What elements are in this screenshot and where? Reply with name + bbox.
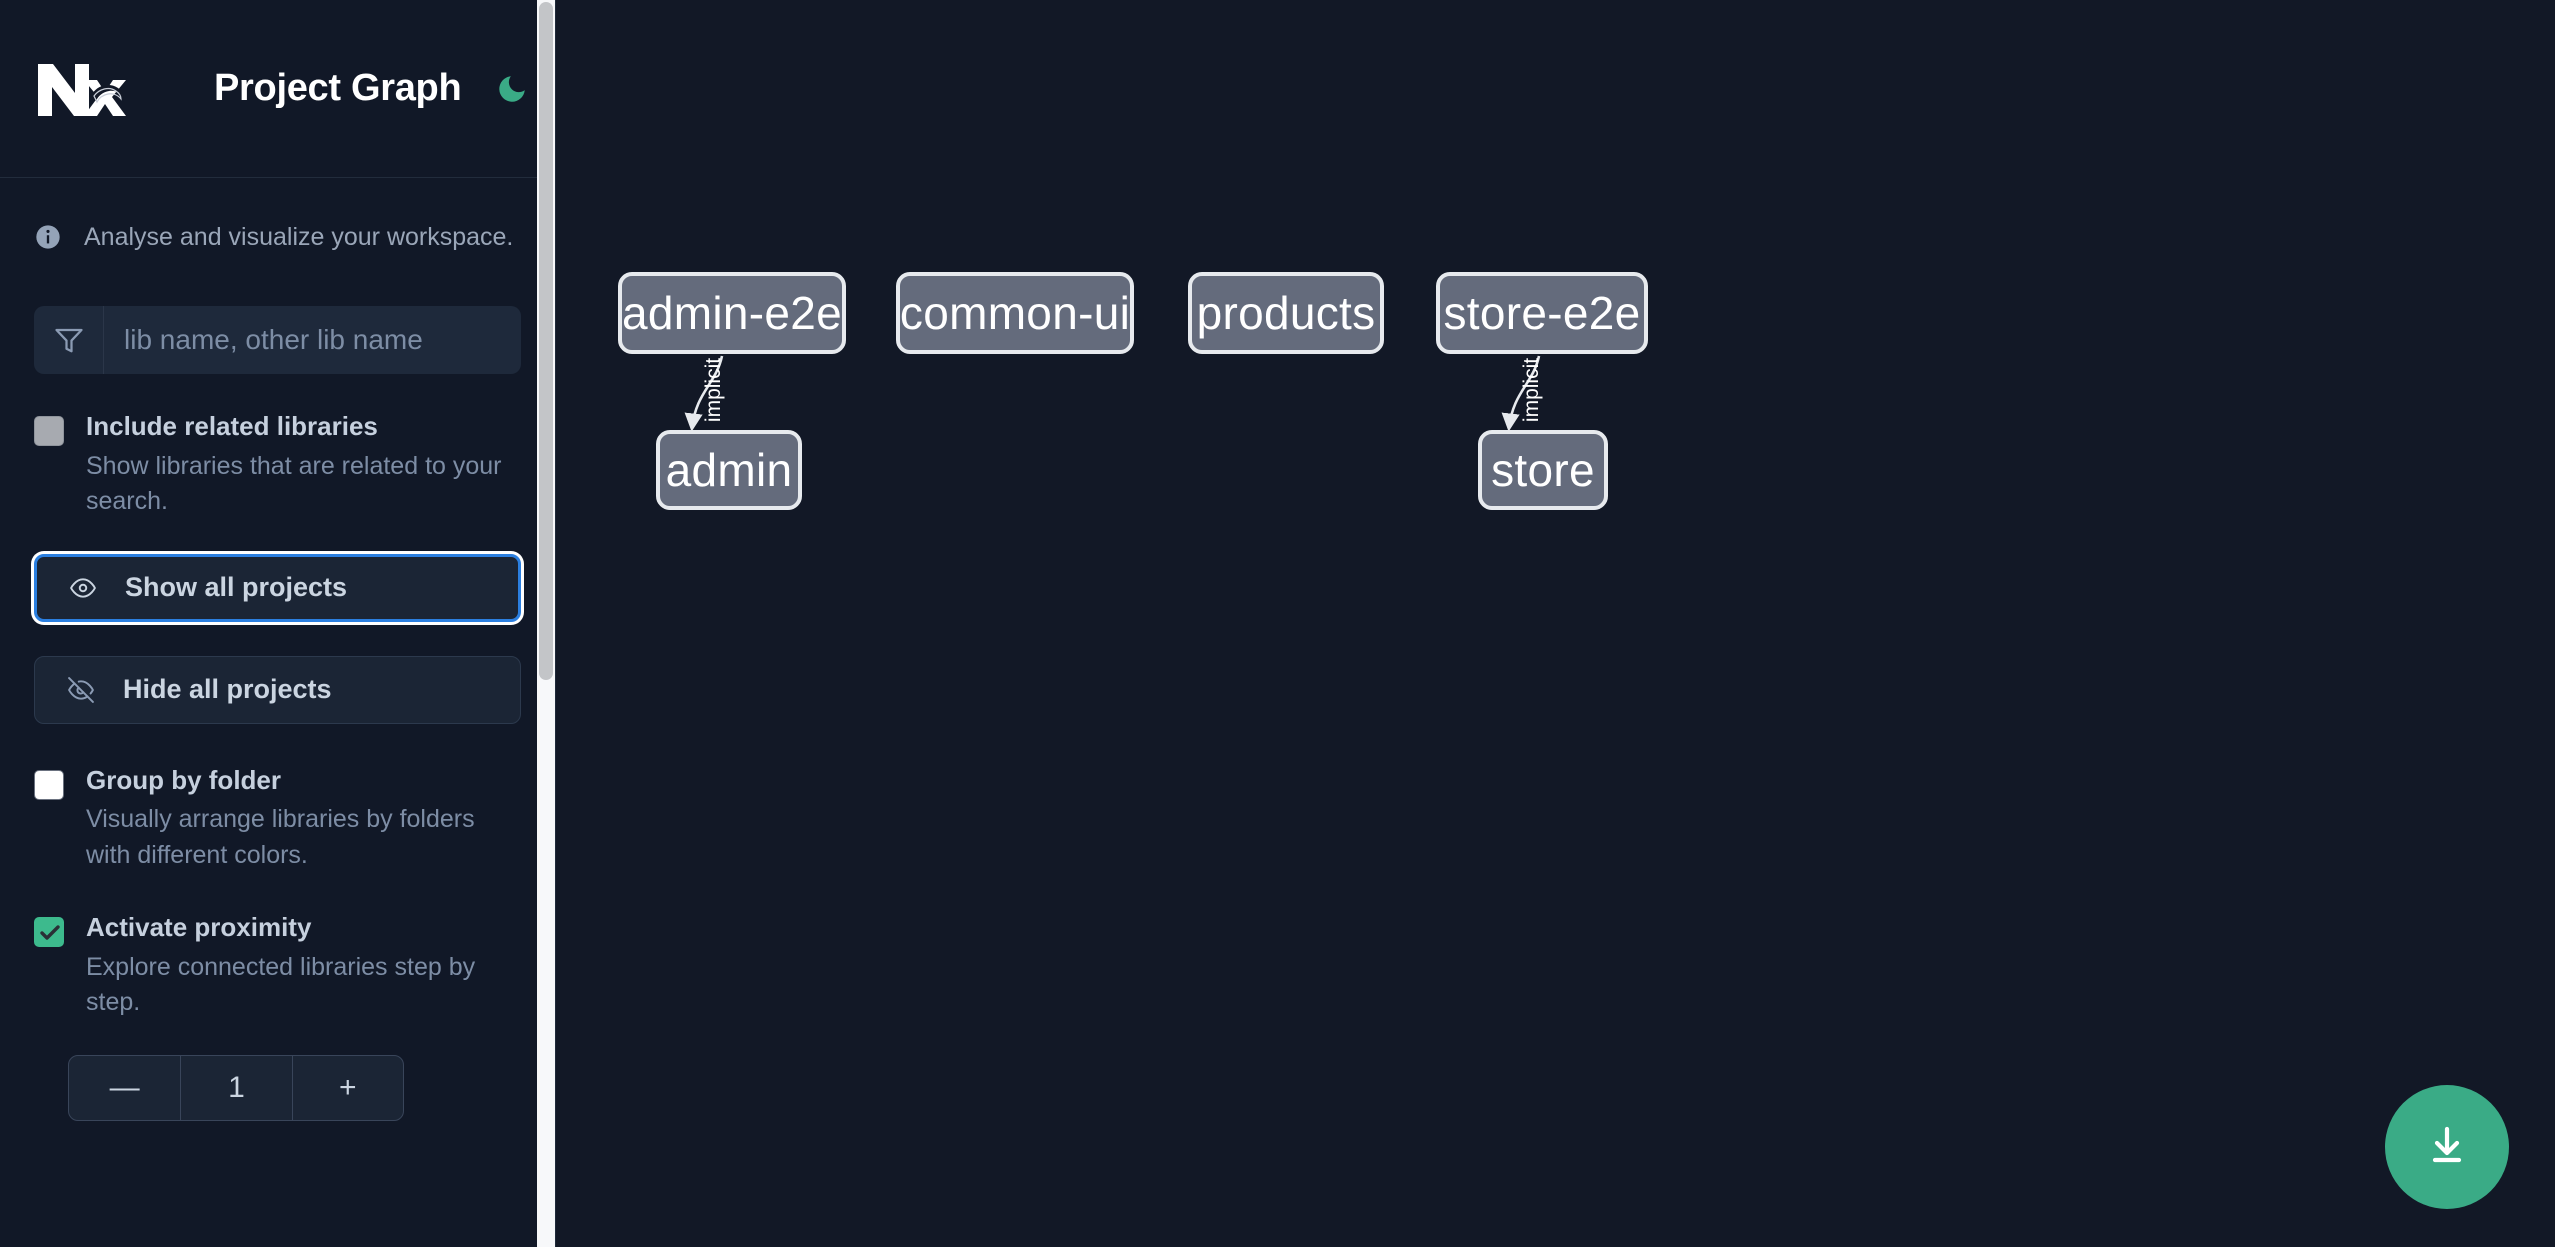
graph-node-admin[interactable]: admin: [656, 430, 802, 510]
graph-node-store-e2e[interactable]: store-e2e: [1436, 272, 1648, 354]
hide-all-projects-label: Hide all projects: [123, 674, 332, 704]
stepper-decrement-button[interactable]: —: [109, 1070, 140, 1104]
option-activate-proximity[interactable]: Activate proximity Explore connected lib…: [34, 911, 521, 1021]
option-description: Show libraries that are related to your …: [86, 451, 502, 516]
sidebar: Project Graph Analyse and visualize your…: [0, 0, 556, 1247]
nx-logo-icon: [34, 58, 126, 120]
info-text: Analyse and visualize your workspace.: [84, 222, 514, 251]
eye-icon: [65, 570, 101, 606]
download-graph-button[interactable]: [2385, 1085, 2509, 1209]
proximity-stepper[interactable]: — 1 +: [68, 1054, 404, 1121]
option-group-by-folder[interactable]: Group by folder Visually arrange librari…: [34, 764, 521, 874]
checkbox-activate-proximity[interactable]: [34, 917, 64, 947]
sidebar-scrollbar-thumb[interactable]: [539, 2, 553, 680]
stepper-increment-button[interactable]: +: [291, 1055, 403, 1120]
sidebar-scrollbar[interactable]: [537, 0, 555, 1247]
checkbox-include-related-libraries[interactable]: [34, 416, 64, 446]
hide-all-projects-button[interactable]: Hide all projects: [34, 655, 521, 724]
graph-node-products[interactable]: products: [1188, 272, 1384, 354]
graph-canvas[interactable]: implicit implicit admin-e2e common-ui pr…: [556, 0, 2555, 1247]
edge-label-implicit: implicit: [1520, 357, 1543, 423]
page-title: Project Graph: [214, 67, 462, 109]
info-row: Analyse and visualize your workspace.: [0, 178, 555, 268]
option-description: Visually arrange libraries by folders wi…: [86, 805, 475, 869]
option-label: Activate proximity: [86, 912, 312, 942]
graph-node-store[interactable]: store: [1478, 430, 1608, 510]
option-include-related-libraries[interactable]: Include related libraries Show libraries…: [34, 410, 521, 520]
option-label: Group by folder: [86, 764, 281, 795]
checkbox-group-by-folder[interactable]: [34, 769, 64, 800]
sidebar-body: Include related libraries Show libraries…: [0, 306, 555, 1121]
show-all-projects-label: Show all projects: [125, 572, 348, 602]
graph-node-common-ui[interactable]: common-ui: [896, 272, 1134, 354]
graph-edges: [684, 355, 1541, 432]
info-icon: [34, 223, 62, 251]
show-all-projects-button[interactable]: Show all projects: [34, 553, 521, 622]
funnel-icon: [34, 306, 104, 374]
sidebar-header: Project Graph: [0, 0, 555, 178]
eye-slash-icon: [63, 672, 99, 708]
moon-icon[interactable]: [495, 68, 529, 110]
option-description: Explore connected libraries step by step…: [86, 952, 476, 1017]
search-input[interactable]: [104, 306, 521, 374]
graph-node-admin-e2e[interactable]: admin-e2e: [618, 272, 846, 354]
edge-label-implicit: implicit: [702, 357, 725, 423]
download-icon: [2423, 1121, 2471, 1174]
stepper-value: 1: [180, 1055, 291, 1120]
filter-box[interactable]: [34, 306, 521, 374]
option-label: Include related libraries: [86, 411, 378, 441]
